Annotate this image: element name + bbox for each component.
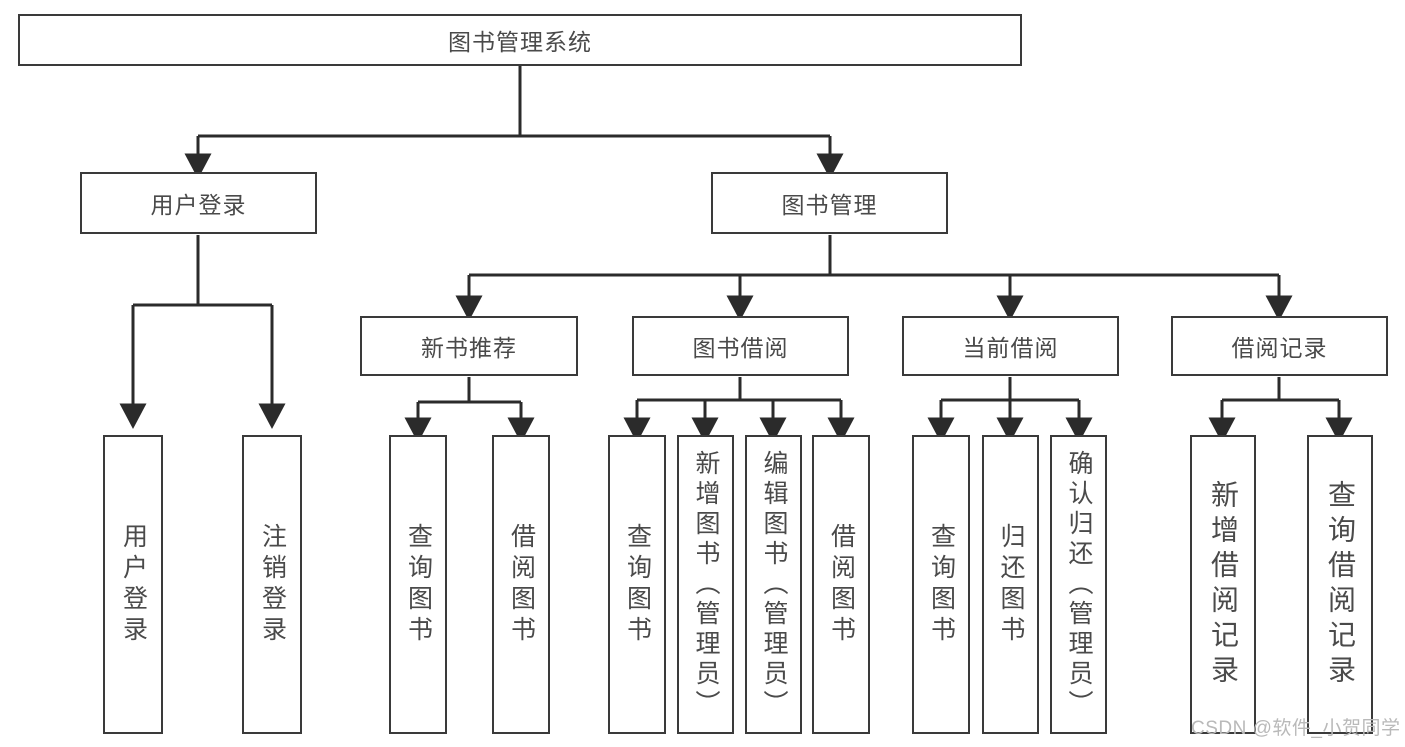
leaf-record-add-record: 新增借阅记录 bbox=[1190, 435, 1256, 734]
node-borrow-record: 借阅记录 bbox=[1171, 316, 1388, 376]
csdn-watermark: CSDN @软件_小贺同学 bbox=[1191, 718, 1401, 739]
leaf-borrow-query-book: 查询图书 bbox=[608, 435, 666, 734]
leaf-current-confirm-return-admin: 确认归还（管理员） bbox=[1050, 435, 1107, 734]
leaf-recommend-query-book: 查询图书 bbox=[389, 435, 447, 734]
leaf-borrow-add-book-admin: 新增图书（管理员） bbox=[677, 435, 734, 734]
node-book-management: 图书管理 bbox=[711, 172, 948, 234]
node-new-book-recommend: 新书推荐 bbox=[360, 316, 578, 376]
leaf-record-query-record: 查询借阅记录 bbox=[1307, 435, 1373, 734]
node-root-system: 图书管理系统 bbox=[18, 14, 1022, 66]
leaf-user-login-logout: 注销登录 bbox=[242, 435, 302, 734]
node-user-login: 用户登录 bbox=[80, 172, 317, 234]
node-current-borrow: 当前借阅 bbox=[902, 316, 1119, 376]
leaf-borrow-edit-book-admin: 编辑图书（管理员） bbox=[745, 435, 802, 734]
node-book-borrow: 图书借阅 bbox=[632, 316, 849, 376]
leaf-current-query-book: 查询图书 bbox=[912, 435, 970, 734]
leaf-current-return-book: 归还图书 bbox=[982, 435, 1039, 734]
leaf-recommend-borrow-book: 借阅图书 bbox=[492, 435, 550, 734]
leaf-borrow-borrow-book: 借阅图书 bbox=[812, 435, 870, 734]
leaf-user-login-login: 用户登录 bbox=[103, 435, 163, 734]
